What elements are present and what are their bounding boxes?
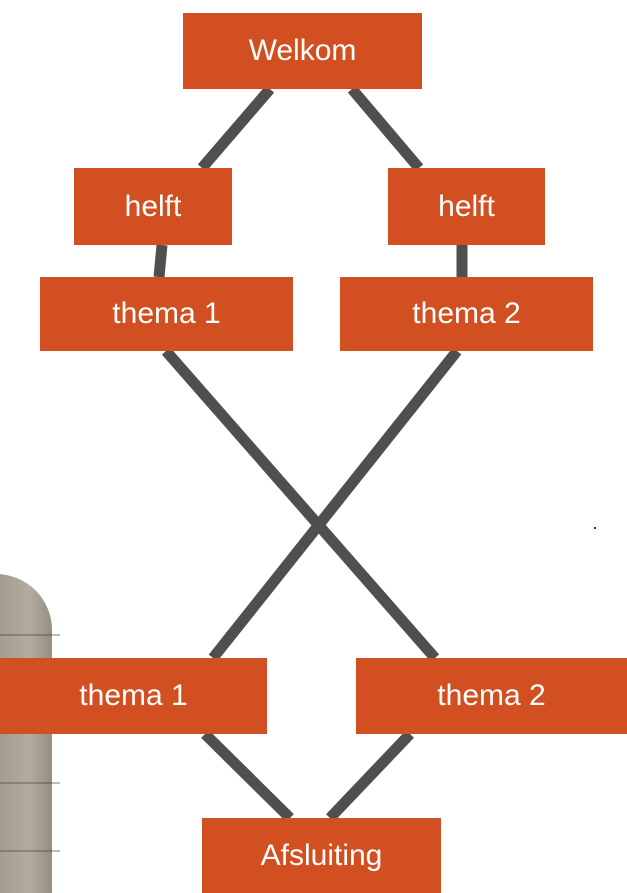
connector-thema2-top-thema1-bottom xyxy=(208,347,462,662)
connector-thema2-bottom-afsluiting xyxy=(326,730,414,822)
node-helft-right: helft xyxy=(388,168,545,245)
connector-helft-left-thema1 xyxy=(153,244,168,278)
connector-thema1-bottom-afsluiting xyxy=(201,730,294,822)
node-thema1-top: thema 1 xyxy=(40,277,293,351)
node-afsluiting: Afsluiting xyxy=(202,818,441,893)
connector-thema1-top-thema2-bottom xyxy=(161,347,440,662)
node-helft-left: helft xyxy=(74,168,232,245)
node-thema2-top: thema 2 xyxy=(340,277,593,351)
connector-welkom-helft-right xyxy=(347,85,424,172)
connector-welkom-helft-left xyxy=(197,85,275,172)
node-welkom: Welkom xyxy=(183,13,422,89)
stray-dot xyxy=(594,527,596,529)
node-thema1-bottom: thema 1 xyxy=(0,658,267,734)
node-thema2-bottom: thema 2 xyxy=(356,658,627,734)
